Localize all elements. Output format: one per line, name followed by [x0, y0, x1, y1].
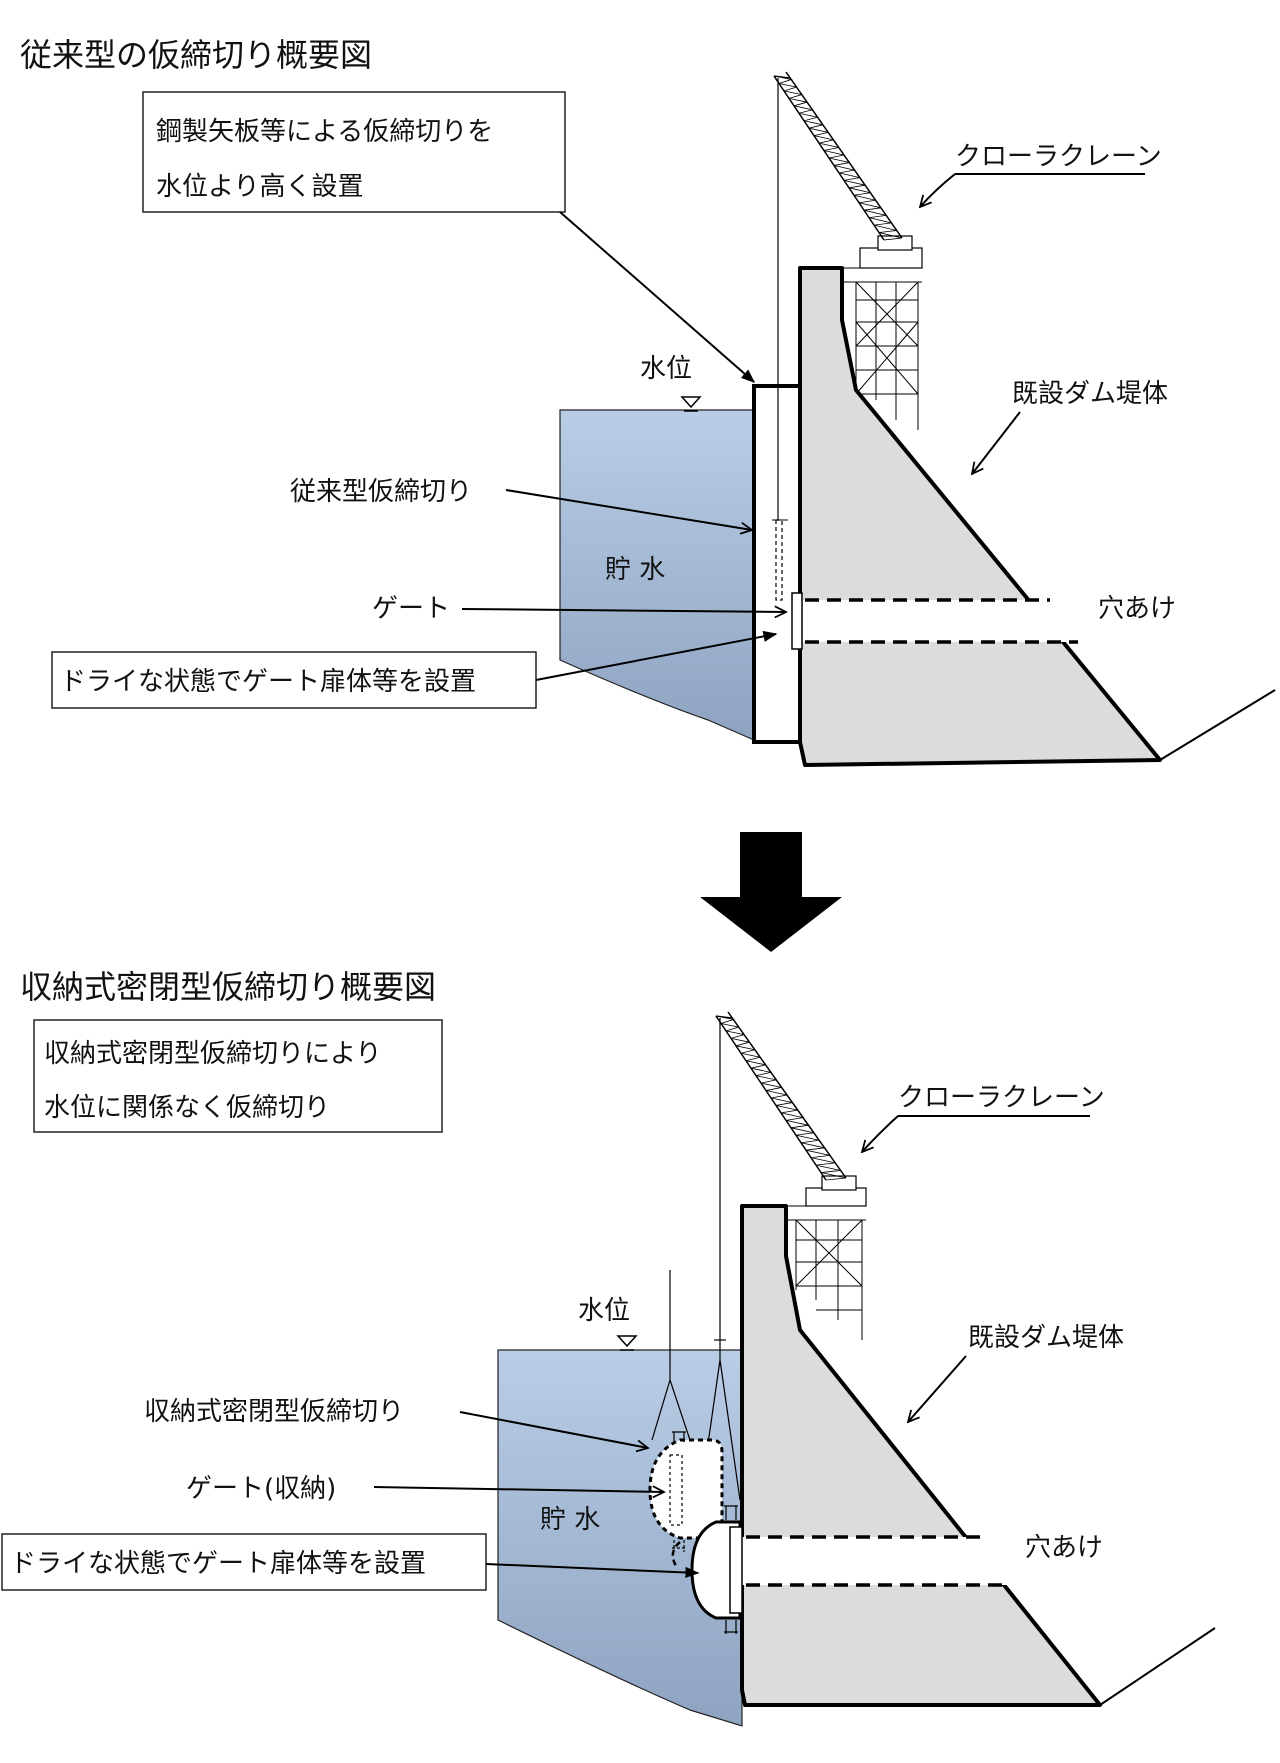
- top-callout: 鋼製矢板等による仮締切りを 水位より高く設置: [142, 91, 566, 213]
- bottom-drilling-hole: [742, 1535, 1012, 1587]
- bottom-diagram: 収納式密閉型仮締切り概要図 収納式密閉型仮締切りにより 水位に関係なく仮締切り: [1, 968, 1216, 1727]
- bottom-cofferdam-label: 収納式密閉型仮締切り: [144, 1397, 404, 1427]
- bottom-dry-install-label: ドライな状態でゲート扉体等を設置: [10, 1549, 426, 1579]
- top-dry-install-label: ドライな状態でゲート扉体等を設置: [60, 667, 476, 697]
- top-reservoir-label: 貯 水: [605, 555, 665, 585]
- bottom-callout-box: [33, 1019, 443, 1133]
- bottom-reservoir-label: 貯 水: [540, 1505, 600, 1535]
- top-gate: [791, 592, 803, 650]
- top-callout-box: [142, 91, 566, 213]
- top-diagram: 従来型の仮締切り概要図 鋼製矢板等による仮締切りを 水位より高く設置 水位: [20, 36, 1276, 767]
- bottom-drilling-label: 穴あけ: [1025, 1533, 1103, 1563]
- top-dam-body: [798, 266, 1162, 767]
- bottom-gate: [729, 1526, 743, 1614]
- top-callout-leader: [559, 211, 756, 383]
- top-dam-body-label: 既設ダム堤体: [1012, 379, 1168, 409]
- top-gate-label: ゲート: [372, 594, 450, 624]
- top-ground-line: [1159, 689, 1276, 761]
- bottom-crawler-crane: [714, 1011, 867, 1360]
- top-dry-install-callout: ドライな状態でゲート扉体等を設置: [51, 651, 537, 709]
- top-title: 従来型の仮締切り概要図: [20, 36, 372, 74]
- bottom-stored-cofferdam: [648, 1431, 724, 1552]
- bottom-callout-line-2: 水位に関係なく仮締切り: [44, 1093, 330, 1123]
- top-crawler-crane: [773, 71, 923, 520]
- top-drilling-label: 穴あけ: [1098, 594, 1176, 624]
- bottom-gate-label: ゲート(収納): [186, 1474, 336, 1504]
- top-crane-label: クローラクレーン: [955, 142, 1162, 172]
- down-arrow-icon: [700, 832, 842, 952]
- bottom-callout: 収納式密閉型仮締切りにより 水位に関係なく仮締切り: [33, 1019, 443, 1133]
- bottom-water-level-label: 水位: [578, 1296, 630, 1326]
- top-water-level-label: 水位: [640, 354, 692, 384]
- top-cofferdam-label: 従来型仮締切り: [290, 477, 472, 507]
- top-callout-line-2: 水位より高く設置: [156, 172, 363, 202]
- bottom-title: 収納式密閉型仮締切り概要図: [20, 968, 436, 1006]
- bottom-dry-install-callout: ドライな状態でゲート扉体等を設置: [1, 1533, 487, 1591]
- top-dry-install-box: [51, 651, 537, 709]
- bottom-dry-install-box: [1, 1533, 487, 1591]
- bottom-ground-line: [1099, 1627, 1216, 1706]
- bottom-callout-line-1: 収納式密閉型仮締切りにより: [44, 1039, 381, 1069]
- top-hanging-sheet-pile: [772, 519, 788, 601]
- top-reservoir-water: [559, 409, 755, 741]
- bottom-dam-body-label: 既設ダム堤体: [968, 1323, 1124, 1353]
- top-water-level: 水位: [640, 354, 702, 412]
- top-callout-line-1: 鋼製矢板等による仮締切りを: [156, 117, 493, 147]
- bottom-water-level: 水位: [578, 1296, 638, 1351]
- water-level-triangle-icon: [680, 396, 702, 409]
- top-drilling-hole: [800, 598, 1080, 644]
- bottom-crane-label: クローラクレーン: [898, 1083, 1105, 1113]
- top-conventional-cofferdam: [752, 384, 802, 744]
